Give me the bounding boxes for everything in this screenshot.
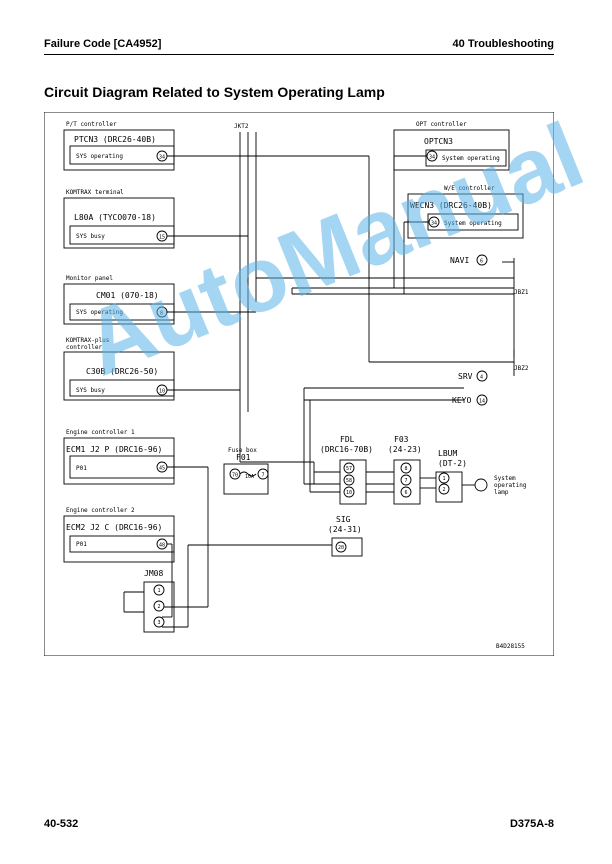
sig-connector xyxy=(331,537,363,557)
we-signal: System operating xyxy=(444,220,502,227)
monitor-connector: CM01 (070-18) xyxy=(96,291,159,300)
sig-pin: 20 xyxy=(338,545,344,551)
srv-label: SRV xyxy=(458,372,473,381)
engine1-connector: ECM1 J2 P (DRC16-96) xyxy=(66,445,162,454)
komtrax-plus-title-1: KOMTRAX-plus xyxy=(66,337,110,344)
komtrax-terminal-box xyxy=(63,197,175,249)
model-number: D375A-8 xyxy=(509,818,554,830)
sig-spec: (24-31) xyxy=(328,525,362,534)
engine2-title: Engine controller 2 xyxy=(66,507,135,514)
header-section: 40 Troubleshooting xyxy=(452,38,554,50)
fuse-box xyxy=(223,463,269,495)
komtrax-signal: SYS busy xyxy=(76,233,105,240)
komtrax-plus-pin: 10 xyxy=(159,389,165,395)
opt-signal: System operating xyxy=(442,155,500,162)
diagram-code: B4D28155 xyxy=(496,643,525,650)
engine1-signal: P01 xyxy=(76,465,87,472)
lbum-connector xyxy=(435,471,463,503)
pt-controller-title: P/T controller xyxy=(66,121,117,128)
circuit-diagram: P/T controller PTCN3 (DRC26-40B) SYS ope… xyxy=(44,112,554,656)
lamp-line-2: operating xyxy=(494,482,527,489)
opt-controller-box xyxy=(393,129,510,171)
komtrax-pin: 15 xyxy=(159,235,165,241)
fuse-pin-in: 70 xyxy=(232,473,238,479)
fdl-spec: (DRC16-70B) xyxy=(320,445,373,454)
srv-pin: 4 xyxy=(480,375,483,381)
navi-pin: 6 xyxy=(480,259,483,265)
monitor-panel-title: Monitor panel xyxy=(66,275,113,282)
monitor-pin: 8 xyxy=(160,311,163,317)
opt-controller-title: OPT controller xyxy=(416,121,467,128)
we-controller-title: W/E controller xyxy=(444,185,495,192)
komtrax-plus-signal-box xyxy=(69,379,175,397)
komtrax-plus-title-2: controller xyxy=(66,344,103,351)
lbum-name: LBUM xyxy=(438,449,457,458)
komtrax-plus-box xyxy=(63,351,175,401)
sig-name: SIG xyxy=(336,515,351,524)
page-title: Circuit Diagram Related to System Operat… xyxy=(44,84,385,100)
pt-connector: PTCN3 (DRC26-40B) xyxy=(74,135,156,144)
komtrax-plus-signal: SYS busy xyxy=(76,387,105,394)
opt-connector: OPTCN3 xyxy=(424,137,453,146)
komtrax-terminal-title: KOMTRAX terminal xyxy=(66,189,124,196)
opt-signal-box xyxy=(425,149,507,167)
f03-spec: (24-23) xyxy=(388,445,422,454)
we-pin: 34 xyxy=(431,221,437,227)
f03-connector xyxy=(393,459,421,505)
monitor-signal: SYS operating xyxy=(76,309,123,316)
jm08-pin-3: 3 xyxy=(158,620,161,626)
jbz2-label: JBZ2 xyxy=(514,365,529,372)
lbum-pin-1: 1 xyxy=(443,476,446,482)
header-failure-code: Failure Code [CA4952] xyxy=(44,38,162,50)
engine2-signal: P01 xyxy=(76,541,87,548)
lbum-spec: (DT-2) xyxy=(438,459,467,468)
lamp-line-3: lamp xyxy=(494,489,509,496)
jbz1-label: JBZ1 xyxy=(514,289,529,296)
keyo-pin: 14 xyxy=(479,399,485,405)
fdl-name: FDL xyxy=(340,435,355,444)
we-connector: WECN3 (DRC26-40B) xyxy=(410,201,492,210)
page-number: 40-532 xyxy=(44,818,79,830)
jm08-pin-2: 2 xyxy=(158,604,161,610)
lbum-pin-2: 2 xyxy=(443,487,446,493)
jkt2-label: JKT2 xyxy=(234,123,249,130)
f03-pin-1: 8 xyxy=(405,466,408,472)
engine1-title: Engine controller 1 xyxy=(66,429,135,436)
komtrax-plus-connector: C30B (DRC26-50) xyxy=(86,367,158,376)
lamp-circle xyxy=(474,478,488,492)
engine1-pin: 45 xyxy=(159,466,165,472)
lamp-line-1: System xyxy=(494,475,516,482)
fuse-rating: 10A xyxy=(245,474,254,480)
opt-pin: 34 xyxy=(429,155,435,161)
pt-signal: SYS operating xyxy=(76,153,123,160)
header-divider xyxy=(44,54,554,55)
fuse-box-name: F01 xyxy=(236,453,251,462)
f03-pin-3: 6 xyxy=(405,490,408,496)
komtrax-connector: L80A (TYCO070-18) xyxy=(74,213,156,222)
pt-pin: 34 xyxy=(159,155,165,161)
fuse-pin-out: 7 xyxy=(262,473,265,479)
engine2-pin: 48 xyxy=(159,543,165,549)
keyo-label: KEYO xyxy=(452,396,471,405)
fdl-pin-2: 58 xyxy=(346,478,352,484)
pt-signal-box xyxy=(69,145,175,165)
fdl-pin-3: 10 xyxy=(346,490,352,496)
f03-name: F03 xyxy=(394,435,409,444)
jm08-pin-1: 1 xyxy=(158,588,161,594)
engine2-connector: ECM2 J2 C (DRC16-96) xyxy=(66,523,162,532)
we-controller-box xyxy=(407,193,524,239)
komtrax-signal-box xyxy=(69,225,175,245)
jm08-connector xyxy=(143,581,175,633)
engine2-signal-box xyxy=(69,535,175,553)
fuse-box-title: Fuse box xyxy=(228,447,257,454)
jm08-name: JM08 xyxy=(144,569,163,578)
f03-pin-2: 7 xyxy=(405,478,408,484)
fdl-connector xyxy=(339,459,367,505)
fdl-pin-1: 57 xyxy=(346,466,352,472)
navi-label: NAVI xyxy=(450,256,469,265)
